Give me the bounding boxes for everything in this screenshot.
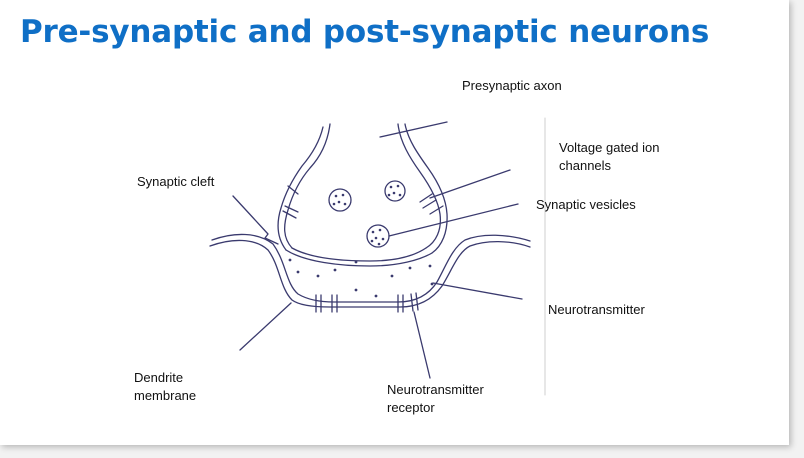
vesicle-1 [328, 188, 352, 212]
slide-title: Pre-synaptic and post-synaptic neurons [20, 14, 710, 50]
voltage-channel-right-1 [419, 193, 433, 203]
voltage-channel-left-3 [282, 210, 297, 219]
voltage-channel-right-3 [429, 205, 444, 215]
leader-receptor [413, 311, 431, 379]
label-synaptic-vesicles: Synaptic vesicles [536, 197, 636, 212]
voltage-channel-left-2 [284, 205, 299, 213]
voltage-channel-left-1 [287, 185, 299, 195]
postsynaptic-membrane-outer [209, 239, 531, 308]
leader-voltage-gated [429, 169, 511, 199]
neurotransmitter-dots [288, 258, 434, 298]
presynaptic-membrane [291, 247, 427, 262]
presynaptic-right-wall-inner [404, 123, 448, 254]
label-synaptic-cleft: Synaptic cleft [137, 174, 215, 189]
label-neurotransmitter: Neurotransmitter [548, 302, 645, 317]
leader-neurotransmitter [432, 282, 523, 300]
voltage-channel-right-2 [422, 199, 437, 209]
leader-synaptic-cleft [232, 195, 279, 245]
leader-synaptic-vesicles [388, 203, 519, 237]
synapse-diagram [209, 117, 546, 396]
presynaptic-left-wall [284, 123, 331, 249]
presynaptic-membrane-inner [285, 249, 433, 267]
label-neurotransmitter-receptor: Neurotransmitter receptor [387, 382, 484, 415]
label-presynaptic-axon: Presynaptic axon [462, 78, 562, 93]
leader-dendrite [239, 302, 292, 351]
slide: Pre-synaptic and post-synaptic neurons [0, 0, 789, 445]
receptor-4a [410, 293, 414, 312]
label-voltage-gated-ion-channels: Voltage gated ion channels [559, 140, 660, 173]
receptor-4b [415, 292, 419, 311]
vesicle-contents [332, 184, 402, 246]
postsynaptic-membrane-inner [211, 233, 531, 303]
leader-presynaptic-axon [379, 121, 448, 138]
vesicle-2 [384, 180, 406, 202]
presynaptic-right-wall [397, 123, 442, 249]
label-dendrite-membrane: Dendrite membrane [134, 370, 197, 403]
